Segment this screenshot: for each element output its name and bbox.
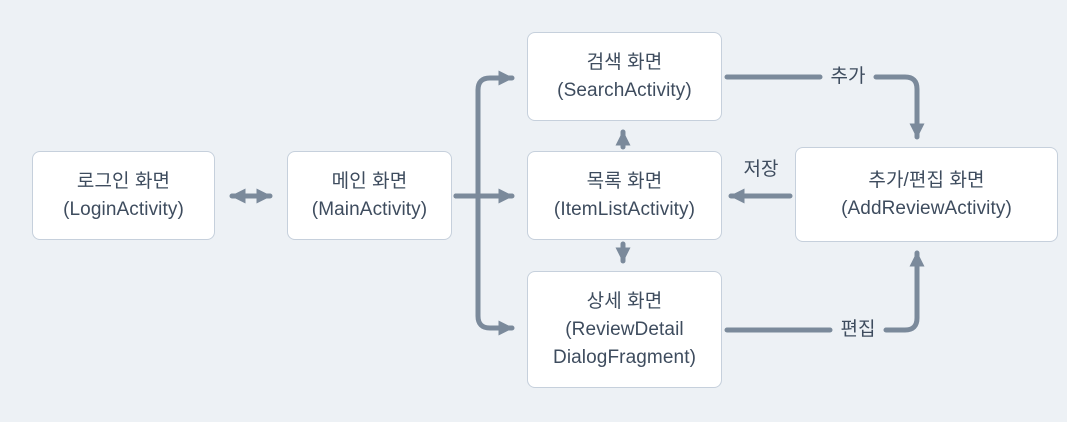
node-search-screen: 검색 화면 (SearchActivity) xyxy=(527,32,722,121)
node-item-list-title: 목록 화면 xyxy=(586,170,663,192)
node-login-title: 로그인 화면 xyxy=(76,170,171,192)
node-main-class: (MainActivity) xyxy=(311,198,428,220)
node-detail-title: 상세 화면 xyxy=(586,290,663,312)
node-add-edit-screen: 추가/편집 화면 (AddReviewActivity) xyxy=(795,147,1058,242)
node-detail-class-line2: DialogFragment) xyxy=(553,346,696,368)
edge-label-add: 추가 xyxy=(830,66,866,87)
node-add-edit-title: 추가/편집 화면 xyxy=(868,169,985,191)
edge-label-save: 저장 xyxy=(743,159,779,180)
arrow-main-detail xyxy=(453,193,515,336)
node-detail-screen: 상세 화면 (ReviewDetail DialogFragment) xyxy=(527,271,722,388)
node-item-list-screen: 목록 화면 (ItemListActivity) xyxy=(527,151,722,240)
node-add-edit-class: (AddReviewActivity) xyxy=(841,197,1012,219)
edge-label-edit: 편집 xyxy=(840,319,876,340)
node-login-class: (LoginActivity) xyxy=(63,198,184,220)
arrow-detail-add-review xyxy=(883,250,925,333)
node-login-screen: 로그인 화면 (LoginActivity) xyxy=(32,151,215,240)
node-search-title: 검색 화면 xyxy=(586,51,663,73)
node-detail-class-line1: (ReviewDetail xyxy=(565,318,684,340)
node-search-class: (SearchActivity) xyxy=(557,79,692,101)
node-main-screen: 메인 화면 (MainActivity) xyxy=(287,151,452,240)
node-main-title: 메인 화면 xyxy=(331,170,408,192)
arrow-search-add-review xyxy=(873,74,925,140)
arrow-main-search xyxy=(453,70,515,199)
node-item-list-class: (ItemListActivity) xyxy=(553,198,696,220)
